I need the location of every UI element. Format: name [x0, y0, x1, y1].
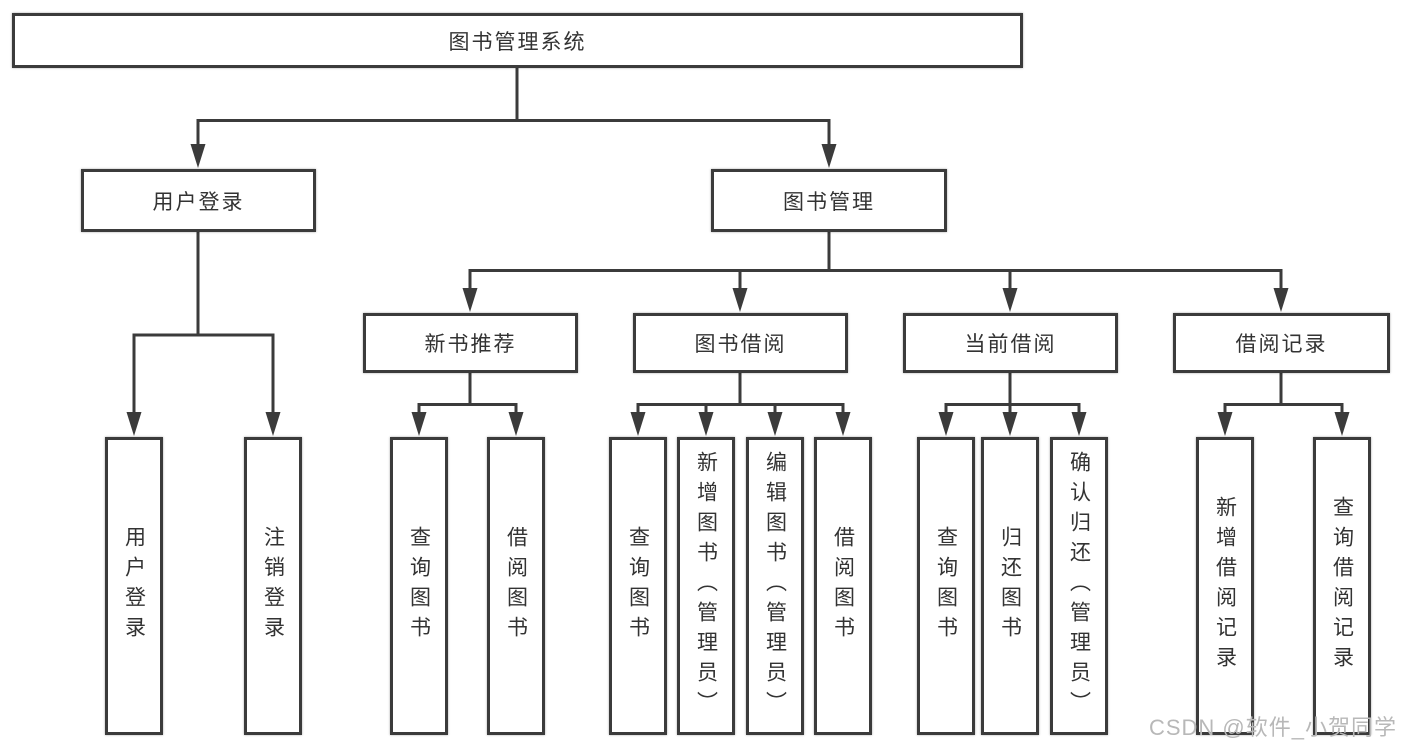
leaf-label: 归还图书: [998, 526, 1022, 646]
leaf-label: 新增图书（管理员）: [694, 451, 718, 721]
leaf-borrow-add-book-admin: 新增图书（管理员）: [677, 437, 735, 735]
arrow-down-icon: [835, 412, 851, 436]
leaf-records-query-record: 查询借阅记录: [1313, 437, 1371, 735]
leaf-borrow-query-book: 查询图书: [609, 437, 667, 735]
csdn-watermark: CSDN @软件_小贺同学: [1148, 715, 1397, 740]
arrow-down-icon: [411, 412, 427, 436]
node-user-login-module: 用户登录: [81, 169, 316, 232]
leaf-recommend-borrow-book: 借阅图书: [487, 437, 545, 735]
arrow-down-icon: [630, 412, 646, 436]
leaf-records-add-record: 新增借阅记录: [1196, 437, 1254, 735]
leaf-label: 借阅图书: [831, 526, 855, 646]
arrow-down-icon: [126, 412, 142, 436]
node-root-system: 图书管理系统: [12, 13, 1023, 68]
node-book-borrow: 图书借阅: [633, 313, 848, 373]
arrow-down-icon: [1071, 412, 1087, 436]
arrow-down-icon: [190, 144, 206, 168]
node-book-management-module: 图书管理: [711, 169, 947, 232]
arrow-down-icon: [732, 288, 748, 312]
leaf-label: 确认归还（管理员）: [1067, 451, 1091, 721]
arrow-down-icon: [821, 144, 837, 168]
node-current-borrow: 当前借阅: [903, 313, 1118, 373]
leaf-recommend-query-book: 查询图书: [390, 437, 448, 735]
arrow-down-icon: [1217, 412, 1233, 436]
leaf-label: 查询图书: [407, 526, 431, 646]
arrow-down-icon: [462, 288, 478, 312]
leaf-label: 借阅图书: [504, 526, 528, 646]
arrow-down-icon: [767, 412, 783, 436]
leaf-label: 查询图书: [626, 526, 650, 646]
arrow-down-icon: [1002, 412, 1018, 436]
leaf-label: 新增借阅记录: [1213, 496, 1237, 676]
leaf-label: 编辑图书（管理员）: [763, 451, 787, 721]
leaf-label: 注销登录: [261, 526, 285, 646]
arrow-down-icon: [938, 412, 954, 436]
arrow-down-icon: [1002, 288, 1018, 312]
leaf-borrow-edit-book-admin: 编辑图书（管理员）: [746, 437, 804, 735]
node-borrow-records: 借阅记录: [1173, 313, 1390, 373]
arrow-down-icon: [1334, 412, 1350, 436]
arrow-down-icon: [265, 412, 281, 436]
leaf-user-login: 用户登录: [105, 437, 163, 735]
arrow-down-icon: [508, 412, 524, 436]
leaf-label: 查询借阅记录: [1330, 496, 1354, 676]
node-new-book-recommend: 新书推荐: [363, 313, 578, 373]
leaf-current-confirm-return-admin: 确认归还（管理员）: [1050, 437, 1108, 735]
leaf-label: 用户登录: [122, 526, 146, 646]
leaf-current-query-book: 查询图书: [917, 437, 975, 735]
leaf-label: 查询图书: [934, 526, 958, 646]
leaf-logout-login: 注销登录: [244, 437, 302, 735]
leaf-borrow-borrow-book: 借阅图书: [814, 437, 872, 735]
leaf-current-return-book: 归还图书: [981, 437, 1039, 735]
arrow-down-icon: [1273, 288, 1289, 312]
arrow-down-icon: [698, 412, 714, 436]
